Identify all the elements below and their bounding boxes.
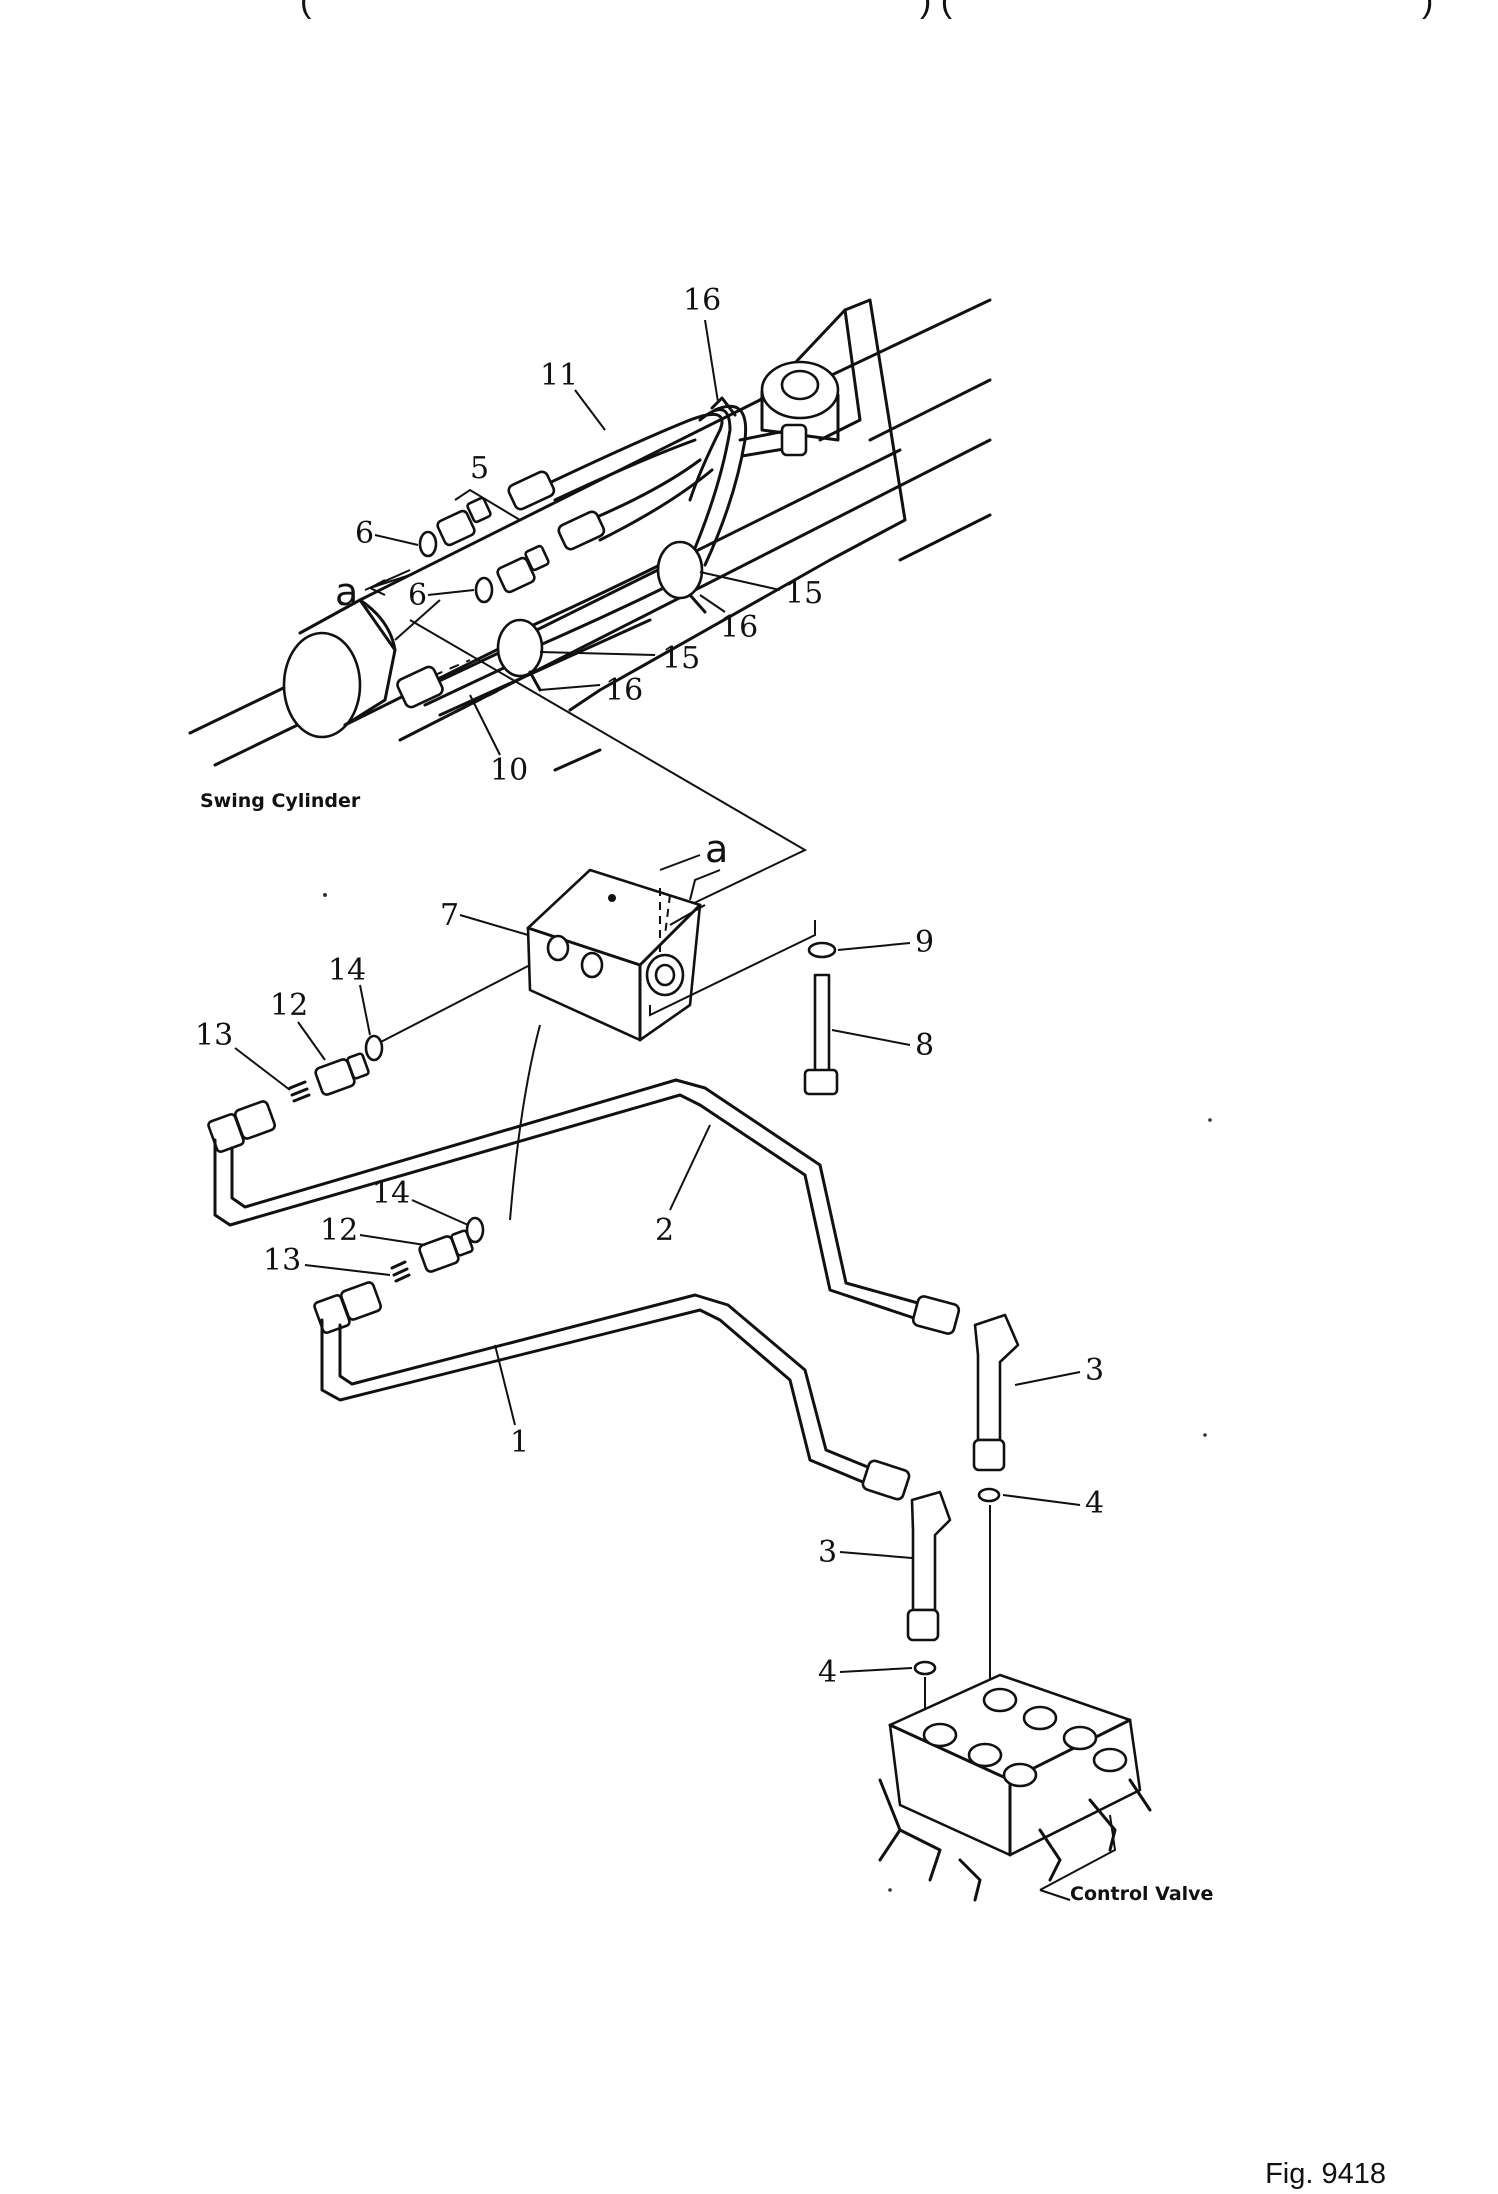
bolt-and-washer	[803, 941, 839, 1096]
label-11: 11	[540, 358, 578, 393]
block-leader-lines	[374, 964, 541, 1221]
label-14-lower: 14	[372, 1176, 410, 1211]
callouts: 16 11 5 6 6 a 15 16 15 16 10 a 7	[195, 283, 1213, 1905]
label-12-upper: 12	[270, 988, 308, 1023]
label-3-upper: 3	[1085, 1353, 1104, 1388]
label-15-left: 15	[662, 641, 700, 676]
control-valve	[878, 1673, 1152, 1902]
figure-number: Fig. 9418	[1265, 2158, 1386, 2190]
caption-control-valve: Control Valve	[1070, 1883, 1213, 1905]
label-16-lower: 16	[605, 673, 643, 708]
label-6-upper: 6	[355, 516, 374, 551]
scan-specks	[323, 893, 1212, 1892]
label-1: 1	[510, 1425, 529, 1460]
header-left-paren: (	[300, 0, 312, 20]
label-8: 8	[915, 1028, 934, 1063]
label-16-top: 16	[683, 283, 721, 318]
label-16-mid: 16	[720, 610, 758, 645]
hose-assembly	[396, 396, 808, 709]
label-4-upper: 4	[1085, 1486, 1104, 1521]
pipe-1	[320, 1293, 911, 1501]
label-12-lower: 12	[320, 1213, 358, 1248]
label-3-lower: 3	[818, 1535, 837, 1570]
label-10: 10	[490, 753, 528, 788]
elbow-fittings	[906, 1313, 1020, 1720]
label-13-upper: 13	[195, 1018, 233, 1053]
header-mid-parens: ) (	[920, 0, 953, 20]
label-7: 7	[440, 898, 459, 933]
label-13-lower: 13	[263, 1243, 301, 1278]
label-5: 5	[470, 451, 489, 486]
label-15-right: 15	[785, 576, 823, 611]
label-9: 9	[915, 925, 934, 960]
label-4-lower: 4	[818, 1655, 837, 1690]
fittings-lower-set	[313, 1216, 485, 1334]
label-6-lower: 6	[408, 578, 427, 613]
label-14-upper: 14	[328, 953, 366, 988]
fittings-upper-set	[207, 1034, 384, 1153]
view-marker-a-upper: a	[335, 570, 358, 614]
fittings-5-6	[418, 488, 550, 604]
caption-swing-cylinder: Swing Cylinder	[200, 790, 361, 812]
header-right-paren: )	[1422, 0, 1434, 20]
pipe-2	[213, 1078, 961, 1335]
valve-block	[526, 868, 816, 1042]
label-2: 2	[655, 1213, 674, 1248]
swing-cylinder-assembly	[188, 298, 992, 772]
view-marker-a-lower: a	[705, 827, 728, 871]
